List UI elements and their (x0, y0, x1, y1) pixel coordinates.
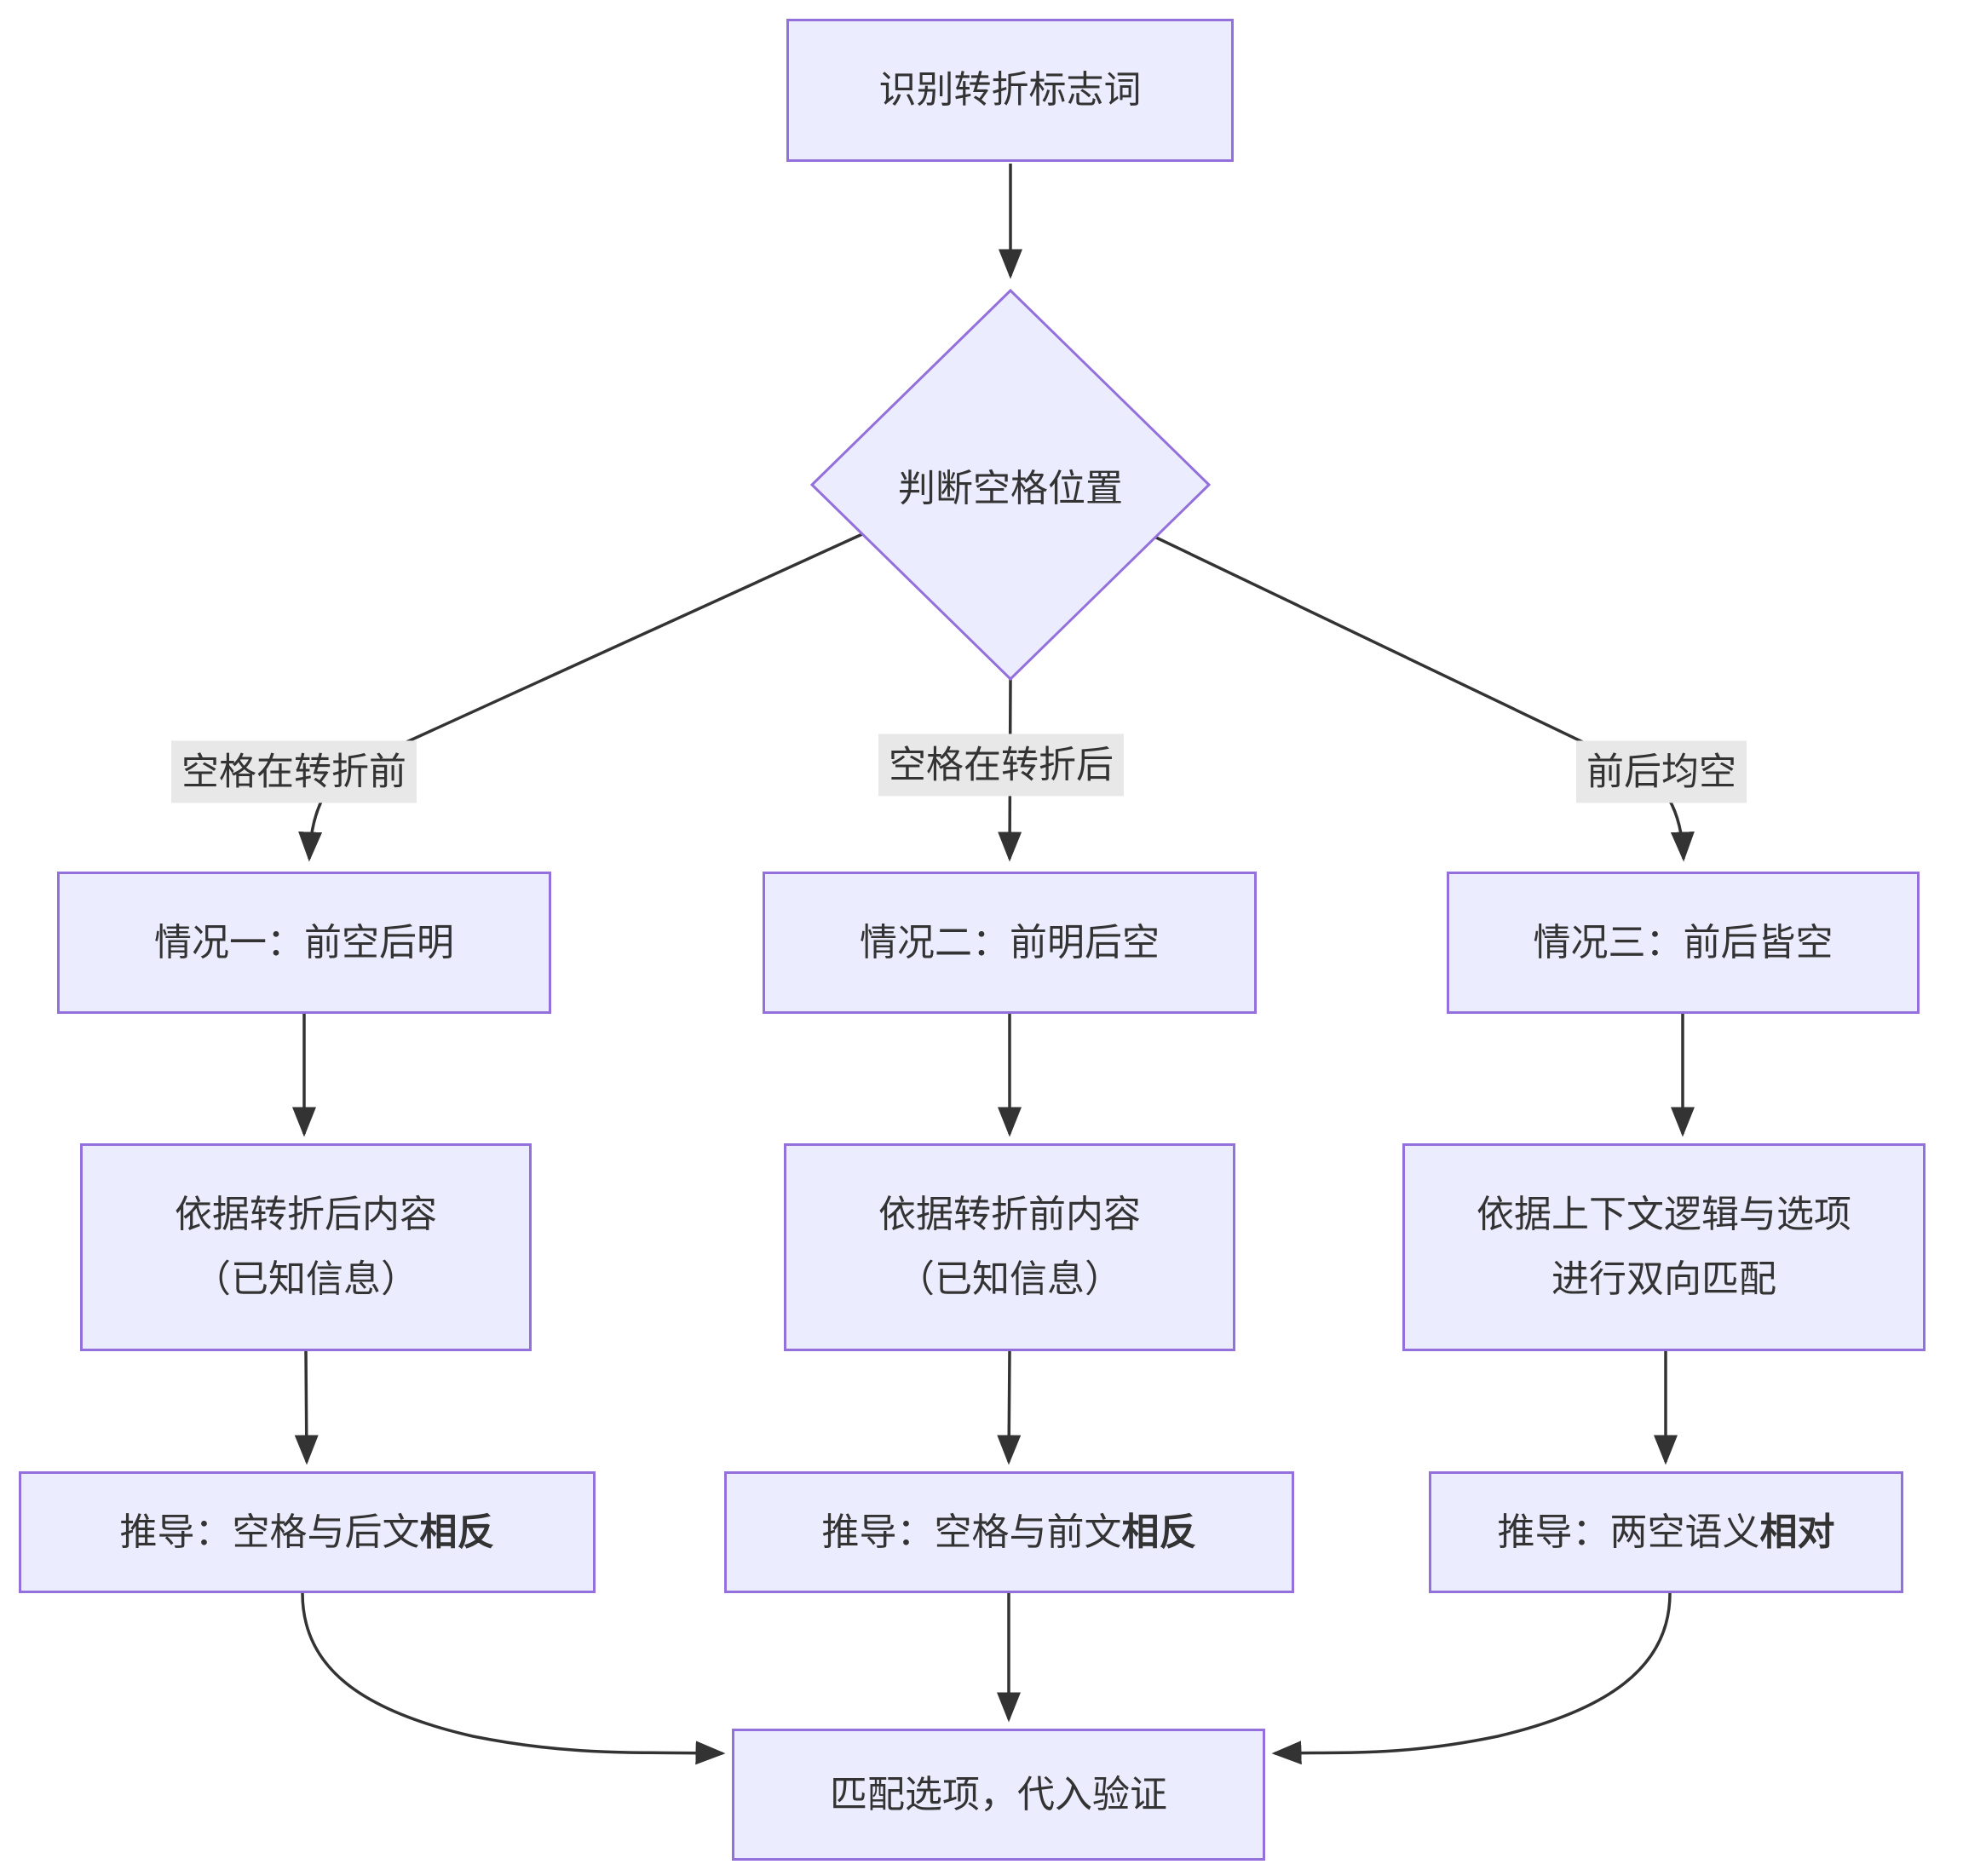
node-start-label: 识别转折标志词 (878, 69, 1142, 112)
node-decision-label: 判断空格位置 (898, 468, 1123, 509)
edge-basis1-to-infer1 (294, 1350, 319, 1465)
node-basis2-line1: 依据转折前内容 (878, 1194, 1141, 1236)
node-case2: 情况二：前明后空 (763, 872, 1257, 1014)
node-basis1-line1: 依据转折后内容 (175, 1194, 437, 1236)
edge-label-to-case2: 空格在转折后 (878, 734, 1124, 797)
node-final-label: 匹配选项，代入验证 (830, 1773, 1167, 1816)
node-basis3-line2: 进行双向匹配 (1551, 1258, 1776, 1300)
node-basis3-line1: 依据上下文逻辑与选项 (1477, 1194, 1851, 1236)
node-case1-label: 情况一：前空后明 (154, 921, 454, 964)
edge-decision-to-case3 (1154, 535, 1695, 862)
edge-label-to-case3: 前后均空 (1576, 740, 1747, 803)
edge-label-to-case1: 空格在转折前 (171, 740, 417, 803)
edge-decision-to-case1 (298, 532, 863, 862)
node-infer1-text: 推导：空格与后文 (119, 1511, 420, 1553)
node-infer3-emphasis: 相对 (1759, 1511, 1835, 1553)
edge-infer3-to-final (1271, 1592, 1672, 1765)
node-infer1: 推导：空格与后文相反 (19, 1471, 596, 1593)
node-case2-label: 情况二：前明后空 (860, 921, 1160, 964)
edge-basis2-to-infer2 (997, 1350, 1022, 1465)
node-basis2-line2: （已知信息） (897, 1258, 1122, 1300)
node-basis1: 依据转折后内容 （已知信息） (80, 1143, 532, 1351)
node-final: 匹配选项，代入验证 (732, 1729, 1265, 1861)
node-infer2-text: 推导：空格与前文 (821, 1511, 1122, 1553)
node-basis1-line2: （已知信息） (193, 1258, 418, 1300)
node-infer2: 推导：空格与前文相反 (724, 1471, 1294, 1593)
edge-infer1-to-final (301, 1592, 726, 1765)
node-case1: 情况一：前空后明 (57, 872, 551, 1014)
node-case3: 情况三：前后皆空 (1447, 872, 1920, 1014)
decision-diamond-shape (809, 288, 1212, 682)
node-infer3: 推导：两空语义相对 (1429, 1471, 1903, 1593)
node-infer1-emphasis: 相反 (419, 1511, 495, 1553)
node-case3-label: 情况三：前后皆空 (1533, 921, 1833, 964)
node-start: 识别转折标志词 (786, 19, 1234, 162)
node-infer3-text: 推导：两空语义 (1497, 1511, 1760, 1553)
node-basis2: 依据转折前内容 （已知信息） (784, 1143, 1235, 1351)
node-infer2-emphasis: 相反 (1121, 1511, 1197, 1553)
node-basis3: 依据上下文逻辑与选项 进行双向匹配 (1402, 1143, 1926, 1351)
